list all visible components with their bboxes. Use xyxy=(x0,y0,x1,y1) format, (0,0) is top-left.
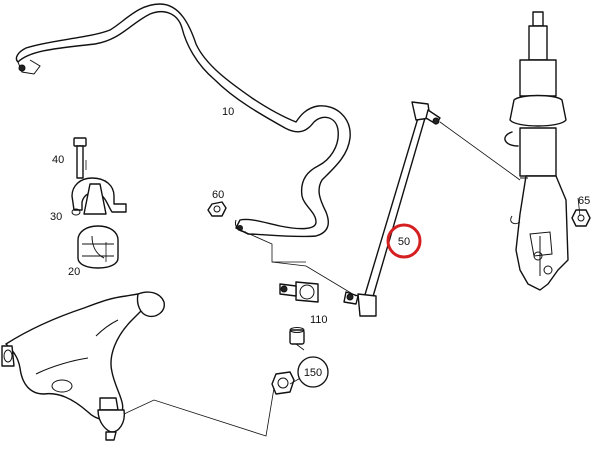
rubber-bushing[interactable] xyxy=(77,225,119,269)
callout-40: 40 xyxy=(52,154,64,166)
nut[interactable] xyxy=(207,201,227,217)
callout-50-group[interactable]: 50 xyxy=(386,223,422,259)
callout-60: 60 xyxy=(212,189,224,201)
link-bushing[interactable] xyxy=(279,281,319,303)
leader-lines xyxy=(85,121,581,437)
callout-110: 110 xyxy=(310,314,328,326)
callout-10: 10 xyxy=(222,106,234,118)
highlight-ring xyxy=(386,223,422,259)
callout-50: 50 xyxy=(398,236,410,248)
bushing-bracket[interactable] xyxy=(71,177,127,216)
callout-20: 20 xyxy=(68,266,80,278)
lower-control-arm[interactable] xyxy=(1,291,165,441)
stabilizer-link[interactable] xyxy=(343,101,441,317)
strut-nut[interactable] xyxy=(571,209,591,227)
stabilizer-bar[interactable] xyxy=(15,3,351,238)
callout-150-group: 150 xyxy=(297,356,329,388)
callout-65: 65 xyxy=(578,195,590,207)
link-mount-parts[interactable] xyxy=(271,327,305,395)
mounting-bolt[interactable] xyxy=(73,137,87,179)
callout-150: 150 xyxy=(304,367,322,379)
callout-30: 30 xyxy=(50,211,62,223)
suspension-strut[interactable] xyxy=(504,11,569,291)
callout-150-ring xyxy=(297,356,329,388)
